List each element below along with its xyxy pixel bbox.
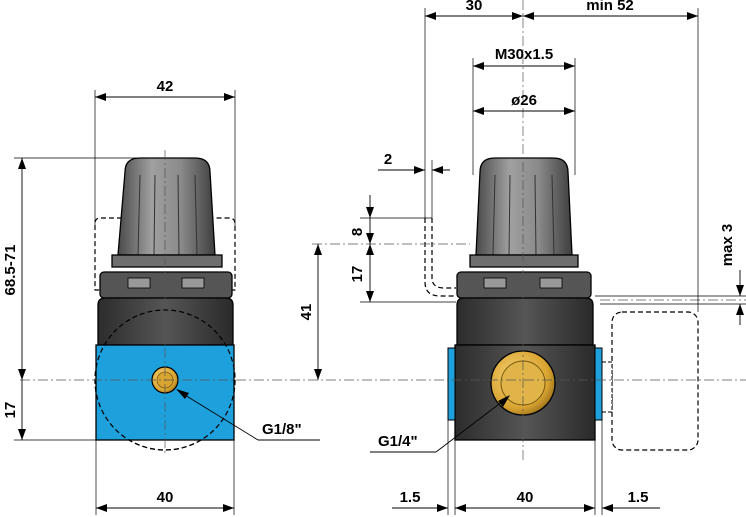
port-label-right: G1/4" <box>378 433 418 450</box>
dim-thread: M30x1.5 <box>495 46 553 63</box>
dim-bracket-gap: 8 <box>349 228 366 236</box>
adjustment-knob-side <box>475 157 573 256</box>
dim-bottom-width-right: 40 <box>517 489 534 506</box>
side-view <box>424 157 699 451</box>
lock-nut-side <box>469 254 579 268</box>
dim-side-offset: 30 <box>466 0 483 14</box>
dim-total-height: 68.5-71 <box>2 245 19 296</box>
dim-center-height-right: 41 <box>298 304 315 321</box>
bracket-profile-hidden <box>424 218 456 297</box>
dim-side-min: min 52 <box>586 0 634 14</box>
dim-center-height-left: 17 <box>2 402 19 419</box>
dim-max-offset: max 3 <box>719 224 736 267</box>
mounting-bracket-hidden <box>94 217 236 291</box>
center-lines <box>20 0 746 460</box>
dim-diameter: ø26 <box>511 92 537 109</box>
flange-left <box>447 347 456 421</box>
gauge-hidden <box>611 311 699 451</box>
dim-bracket-height: 17 <box>349 266 366 283</box>
dim-flange-left: 1.5 <box>400 489 421 506</box>
lock-nut <box>111 254 223 268</box>
upper-body-side <box>456 297 594 346</box>
adjustment-knob <box>117 157 216 256</box>
dim-bracket-thickness: 2 <box>384 151 392 168</box>
flange-right <box>594 347 603 421</box>
ring-nut <box>99 271 233 299</box>
dim-top-width: 42 <box>157 78 174 95</box>
dim-flange-right: 1.5 <box>628 489 649 506</box>
upper-body <box>97 297 234 346</box>
dim-bottom-width-left: 40 <box>157 489 174 506</box>
dims-left: 42 68.5-71 17 40 G1/8" <box>2 78 320 515</box>
port-label-left: G1/8" <box>262 421 302 438</box>
dims-right: 30 min 52 M30x1.5 ø26 2 8 17 <box>298 0 746 515</box>
ring-nut-side <box>456 271 592 299</box>
